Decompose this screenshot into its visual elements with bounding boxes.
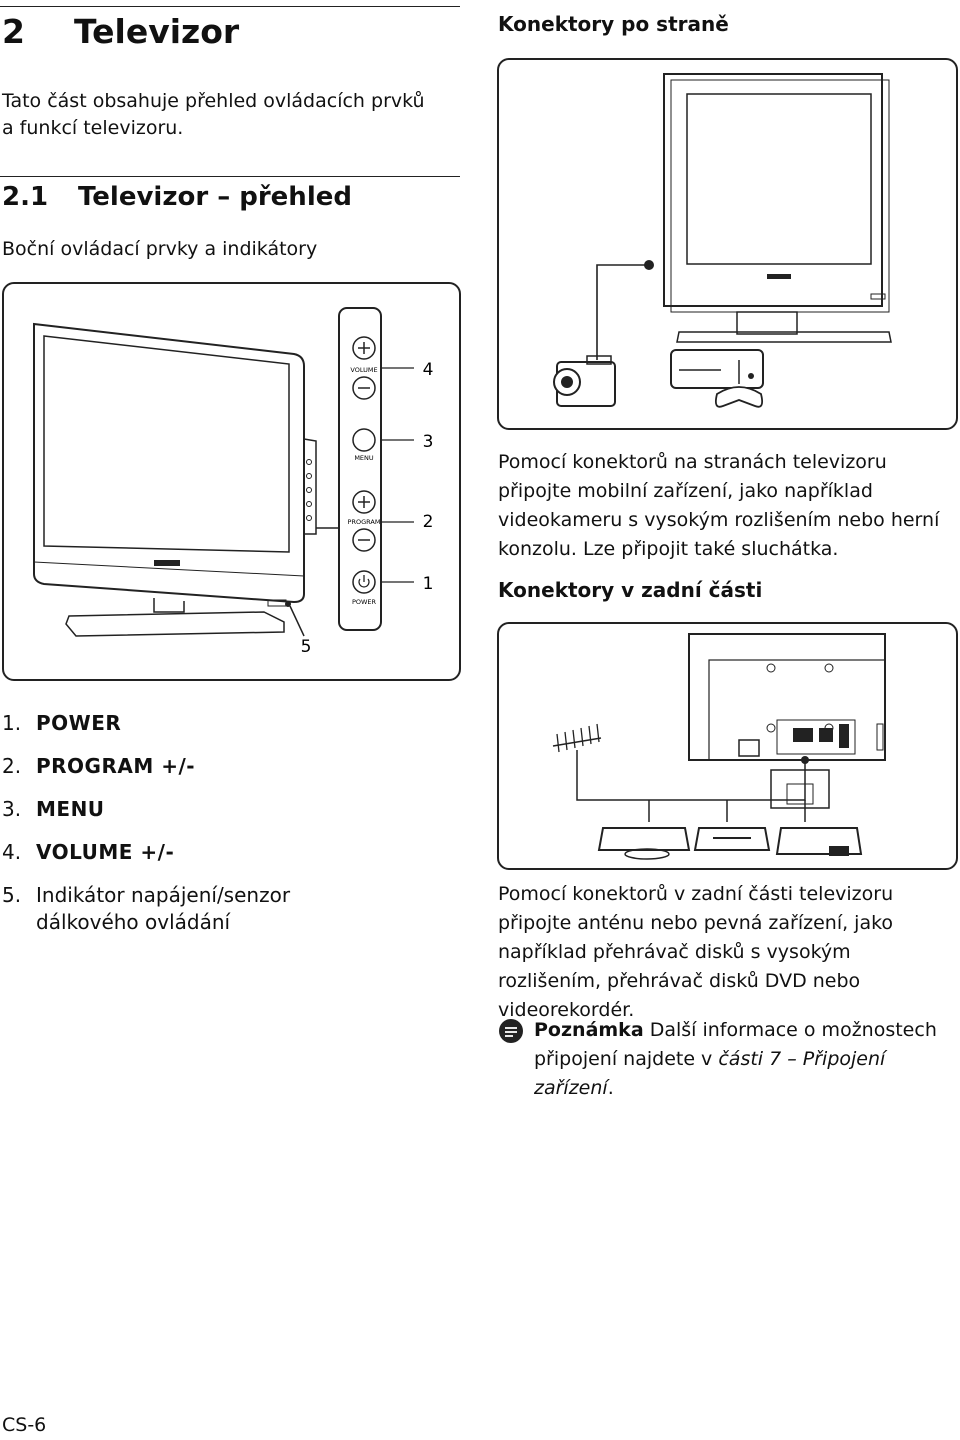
note-label: Poznámka <box>534 1019 644 1041</box>
chapter-number: 2 <box>2 12 25 51</box>
camcorder-icon <box>553 355 616 407</box>
list-item: 2.PROGRAM +/- <box>2 754 196 778</box>
volume-plus-icon <box>352 336 376 360</box>
side-connectors-figure <box>497 58 958 430</box>
game-console-icon <box>670 349 764 408</box>
list-item: 4.VOLUME +/- <box>2 840 175 864</box>
callout-4: 4 <box>423 360 434 380</box>
list-item: 1.POWER <box>2 711 122 735</box>
program-label: PROGRAM <box>348 518 381 526</box>
section-heading: 2.1 Televizor – přehled <box>2 182 352 212</box>
rear-connectors-figure <box>497 622 958 870</box>
menu-label: MENU <box>354 454 374 462</box>
menu-button-icon <box>352 428 376 452</box>
callout-1: 1 <box>423 574 434 594</box>
program-minus-icon <box>352 528 376 552</box>
tv-brand-logo <box>767 274 791 279</box>
chapter-intro: Tato část obsahuje přehled ovládacích pr… <box>2 90 425 139</box>
side-connectors-illustration <box>553 73 892 408</box>
section-rule <box>0 176 460 177</box>
antenna-icon <box>552 723 602 753</box>
power-button-icon <box>352 570 376 594</box>
callout-3: 3 <box>423 432 434 452</box>
tv-brand-logo <box>154 560 180 566</box>
page-number: CS-6 <box>2 1414 47 1436</box>
rear-connectors-illustration <box>552 633 886 860</box>
rear-connectors-heading: Konektory v zadní části <box>498 578 763 602</box>
callout-5: 5 <box>301 637 312 657</box>
side-controls-figure: VOLUME MENU PROGRAM POWER 4 3 2 1 5 <box>2 282 461 681</box>
disc-player-icon <box>597 827 691 860</box>
side-connectors-text: Pomocí konektorů na stranách televizoru … <box>498 451 940 560</box>
chapter-heading: 2 Televizor <box>2 12 239 51</box>
note-end: . <box>607 1077 614 1099</box>
volume-label: VOLUME <box>350 366 377 374</box>
video-recorder-icon <box>775 827 863 856</box>
rear-connectors-text: Pomocí konektorů v zadní části televizor… <box>498 883 894 1021</box>
side-connectors-heading: Konektory po straně <box>498 12 729 36</box>
side-controls-heading: Boční ovládací prvky a indikátory <box>2 238 318 260</box>
list-item: 5.Indikátor napájení/senzor dálkového ov… <box>2 883 291 934</box>
note-text: Poznámka Další informace o možnostech př… <box>534 1016 958 1103</box>
note-body: Další informace o možnostech připojení n… <box>534 1019 937 1070</box>
controls-list: 1.POWER 2.PROGRAM +/- 3.MENU 4.VOLUME +/… <box>2 702 442 936</box>
program-plus-icon <box>352 490 376 514</box>
note-icon <box>498 1018 524 1044</box>
chapter-title: Televizor <box>74 12 240 51</box>
side-controls-illustration: VOLUME MENU PROGRAM POWER 4 3 2 1 5 <box>33 307 434 657</box>
note-link[interactable]: části 7 – Připojení zařízení <box>534 1048 886 1099</box>
volume-minus-icon <box>352 376 376 400</box>
section-number: 2.1 <box>2 182 49 212</box>
callout-2: 2 <box>423 512 434 532</box>
list-item: 3.MENU <box>2 797 105 821</box>
top-rule-left <box>0 6 460 7</box>
dvd-player-icon <box>693 827 771 851</box>
power-label: POWER <box>352 598 377 606</box>
section-title: Televizor – přehled <box>78 182 352 212</box>
